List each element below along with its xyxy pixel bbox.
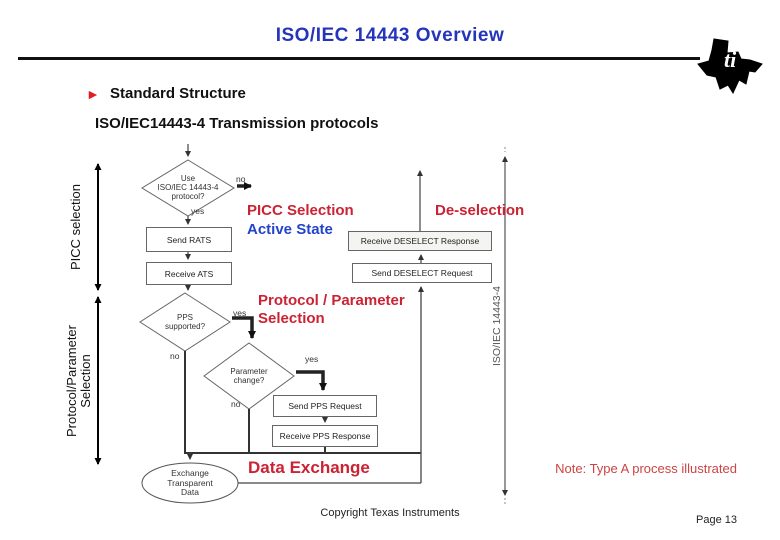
- terminal-line: Data: [181, 487, 199, 497]
- annotation-protocol-parameter: Protocol / Parameter Selection: [258, 292, 405, 328]
- decision-pps-supported: PPS supported?: [145, 313, 225, 331]
- branch-label-no: no: [236, 174, 246, 184]
- process-send-rats: Send RATS: [146, 227, 232, 252]
- footer-page-number: Page 13: [696, 514, 737, 526]
- branch-label-yes: yes: [305, 354, 319, 364]
- section-heading: Standard Structure: [110, 85, 246, 102]
- annotation-picc-selection: PICC Selection: [247, 202, 354, 219]
- decision-line: Parameter: [230, 367, 268, 376]
- page-title: ISO/IEC 14443 Overview: [275, 25, 505, 46]
- decision-use-protocol: Use ISO/IEC 14443-4 protocol?: [148, 174, 228, 201]
- branch-label-yes: yes: [191, 206, 205, 216]
- branch-label-no: no: [231, 399, 241, 409]
- bracket-label-picc-selection: PICC selection: [68, 184, 83, 270]
- ti-logo-text: ti: [724, 47, 737, 72]
- decision-line: change?: [233, 376, 265, 385]
- process-receive-pps-response: Receive PPS Response: [272, 425, 378, 447]
- process-receive-deselect-response: Receive DESELECT Response: [348, 231, 492, 251]
- decision-line: PPS: [176, 313, 193, 322]
- terminal-line: Transparent: [167, 477, 213, 488]
- right-bracket-label: ISO/IEC 14443-4: [491, 286, 503, 366]
- decision-parameter-change: Parameter change?: [209, 367, 289, 385]
- bullet-triangle-icon: ►: [86, 86, 100, 102]
- ti-logo: ti: [697, 38, 763, 94]
- bracket-label-line1: Protocol/Parameter: [64, 325, 79, 437]
- decision-line: supported?: [164, 322, 206, 331]
- footer-copyright: Copyright Texas Instruments: [320, 507, 460, 519]
- decision-line: protocol?: [171, 192, 205, 201]
- process-receive-ats: Receive ATS: [146, 262, 232, 285]
- process-send-pps-request: Send PPS Request: [273, 395, 377, 417]
- terminal-exchange-transparent-data: Exchange Transparent Data: [150, 468, 230, 498]
- branch-label-yes: yes: [233, 308, 247, 318]
- texas-shape-icon: [697, 38, 763, 94]
- section-subheading: ISO/IEC14443-4 Transmission protocols: [95, 115, 379, 132]
- bracket-label-protocol-parameter: Protocol/Parameter Selection: [64, 311, 93, 451]
- terminal-line: Exchange: [171, 468, 209, 478]
- decision-line: ISO/IEC 14443-4: [157, 183, 219, 192]
- annotation-data-exchange: Data Exchange: [248, 458, 370, 477]
- bracket-label-line2: Selection: [78, 354, 93, 408]
- branch-label-no: no: [170, 351, 180, 361]
- annotation-line: Selection: [258, 310, 325, 327]
- annotation-de-selection: De-selection: [435, 202, 525, 219]
- annotation-line: Protocol / Parameter: [258, 292, 405, 309]
- annotation-note: Note: Type A process illustrated: [555, 461, 737, 476]
- header-divider: [18, 57, 700, 60]
- annotation-active-state: Active State: [247, 221, 333, 238]
- decision-line: Use: [180, 174, 196, 183]
- process-send-deselect-request: Send DESELECT Request: [352, 263, 492, 283]
